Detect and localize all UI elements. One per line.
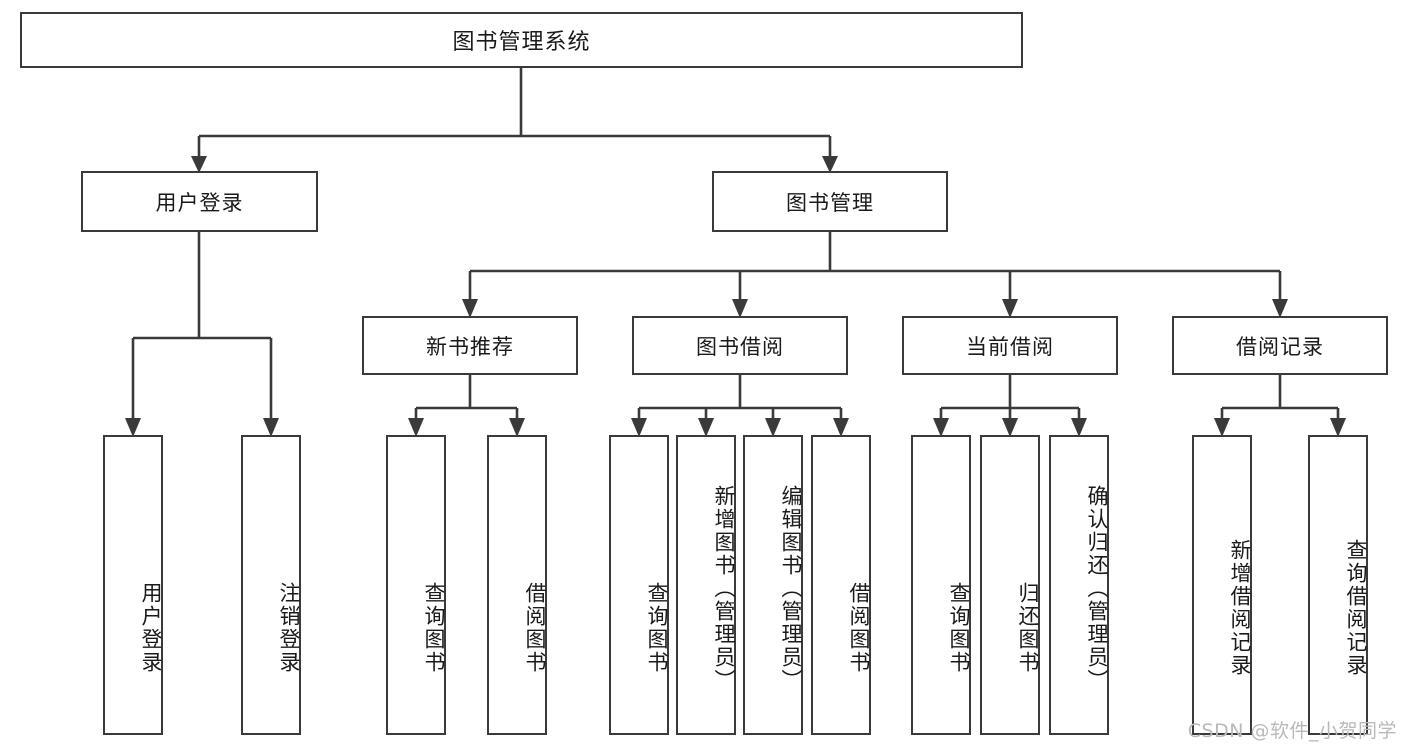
leaf-user-login-login[interactable]: 用户登录 <box>103 435 163 735</box>
node-label: 新增借阅记录 <box>1228 539 1252 677</box>
leaf-current-borrow-return-book[interactable]: 归还图书 <box>980 435 1040 735</box>
leaf-borrow-record-add-record[interactable]: 新增借阅记录 <box>1192 435 1252 735</box>
leaf-new-book-query-book[interactable]: 查询图书 <box>386 435 446 735</box>
leaf-current-borrow-confirm-return-admin[interactable]: 确认归还（管理员） <box>1049 435 1109 735</box>
node-current-borrow[interactable]: 当前借阅 <box>902 316 1118 375</box>
node-borrow-record[interactable]: 借阅记录 <box>1172 316 1388 375</box>
node-label: 图书管理 <box>786 190 874 215</box>
node-label: 查询图书 <box>645 582 669 674</box>
node-label: 查询图书 <box>422 582 446 674</box>
leaf-book-borrow-add-book-admin[interactable]: 新增图书（管理员） <box>676 435 736 735</box>
leaf-user-login-logout[interactable]: 注销登录 <box>241 435 301 735</box>
node-book-management[interactable]: 图书管理 <box>712 171 948 232</box>
node-label: 借阅图书 <box>523 582 547 674</box>
node-label: 编辑图书（管理员） <box>779 484 803 692</box>
node-label: 图书借阅 <box>696 334 784 359</box>
node-root-book-management-system[interactable]: 图书管理系统 <box>20 12 1023 68</box>
node-label: 用户登录 <box>155 190 244 215</box>
node-user-login[interactable]: 用户登录 <box>81 171 318 232</box>
leaf-book-borrow-query-book[interactable]: 查询图书 <box>609 435 669 735</box>
node-label: 确认归还（管理员） <box>1085 484 1109 692</box>
node-label: 新增图书（管理员） <box>712 484 736 692</box>
node-book-borrow[interactable]: 图书借阅 <box>632 316 848 375</box>
node-new-book-recommend[interactable]: 新书推荐 <box>362 316 578 375</box>
leaf-book-borrow-edit-book-admin[interactable]: 编辑图书（管理员） <box>743 435 803 735</box>
node-label: 新书推荐 <box>426 334 514 359</box>
leaf-current-borrow-query-book[interactable]: 查询图书 <box>911 435 971 735</box>
leaf-borrow-record-query-record[interactable]: 查询借阅记录 <box>1308 435 1368 735</box>
node-label: 查询借阅记录 <box>1344 539 1368 677</box>
node-label: 注销登录 <box>277 582 301 674</box>
node-label: 图书管理系统 <box>452 30 591 55</box>
node-label: 借阅图书 <box>847 582 871 674</box>
node-label: 当前借阅 <box>966 334 1054 359</box>
node-label: 查询图书 <box>947 582 971 674</box>
node-label: 借阅记录 <box>1236 334 1324 359</box>
node-label: 归还图书 <box>1016 582 1040 674</box>
leaf-new-book-borrow-book[interactable]: 借阅图书 <box>487 435 547 735</box>
node-label: 用户登录 <box>139 582 163 674</box>
leaf-book-borrow-borrow-book[interactable]: 借阅图书 <box>811 435 871 735</box>
